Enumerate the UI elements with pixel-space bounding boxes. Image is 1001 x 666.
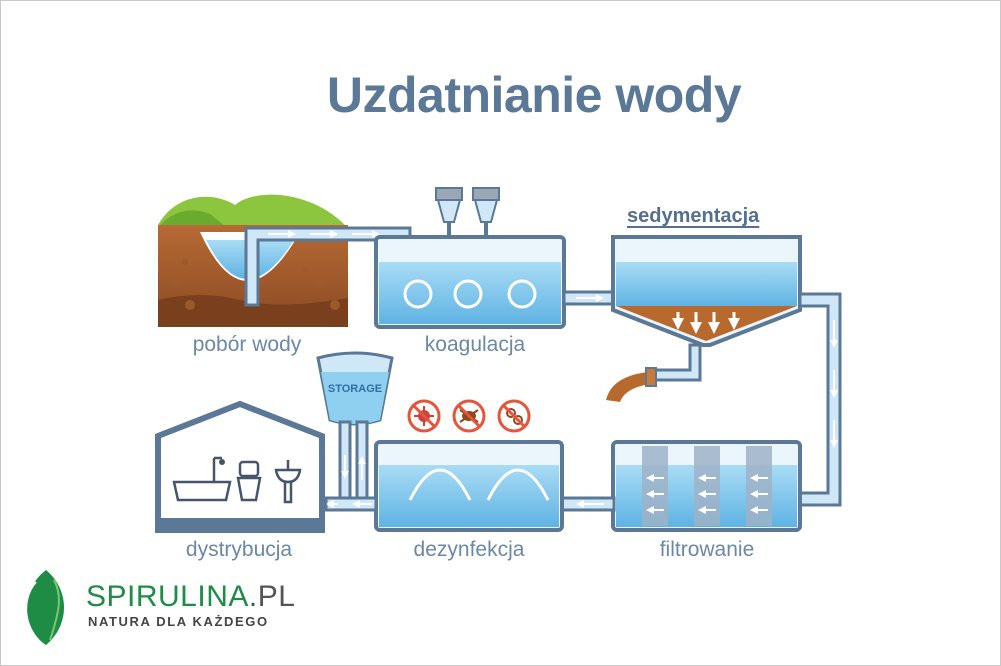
disinfection-tank — [374, 440, 564, 532]
coagulation-tank — [374, 235, 566, 329]
step-label-distribution: dystrybucja — [185, 538, 293, 561]
bacteria-crossed-icons — [407, 399, 531, 433]
brand-name-main: SPIRULINA — [86, 580, 249, 613]
step-label-filtration: filtrowanie — [659, 538, 755, 561]
step-label-coagulation: koagulacja — [424, 333, 526, 356]
brand-name: SPIRULINA.PL — [86, 580, 295, 614]
brand-leaf-icon — [25, 570, 65, 646]
step-label-disinfection: dezynfekcja — [413, 538, 525, 561]
sedimentation-tank — [606, 235, 802, 402]
step-label-sedimentation: sedymentacja — [627, 205, 760, 227]
filtration-tank — [611, 440, 802, 532]
brand-name-suffix: .PL — [248, 580, 296, 613]
storage-label: STORAGE — [327, 383, 383, 395]
storage-tank — [316, 351, 394, 512]
brand-tagline: NATURA DLA KAŻDEGO — [88, 614, 269, 629]
distribution-house — [155, 400, 325, 533]
step-label-intake: pobór wody — [192, 333, 302, 356]
diagram-title: Uzdatnianie wody — [326, 67, 742, 123]
